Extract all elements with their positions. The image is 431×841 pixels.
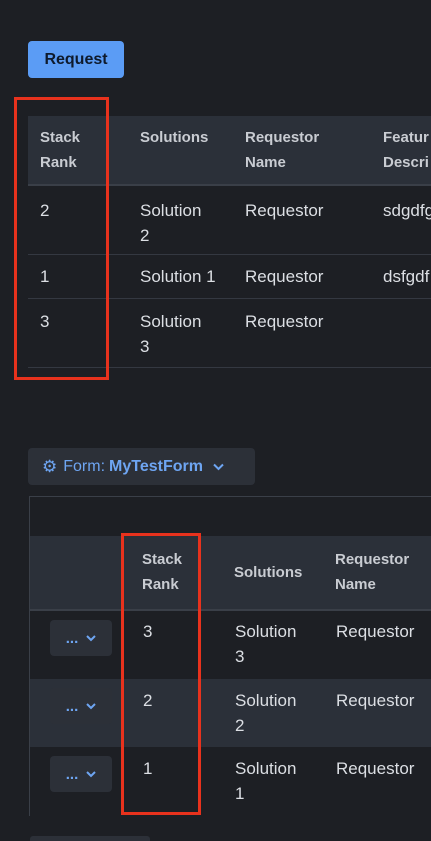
cell-stack-rank: 1 [143, 759, 153, 778]
next-section-edge [30, 836, 150, 841]
cell-feature-description: sdgdfg [383, 201, 431, 220]
cell-requestor: Requestor [336, 622, 415, 641]
form-selector-button[interactable]: ⚙ Form: MyTestForm [28, 448, 255, 485]
cell-requestor: Requestor [336, 691, 415, 710]
table-row[interactable]: 2 Solution 2 Requestor sdgdfg [28, 186, 431, 255]
form-name: MyTestForm [109, 457, 203, 475]
table-row[interactable]: ... 3 Solution 3 Requestor [30, 611, 431, 679]
column-header-feature-description[interactable]: Featur Descri [383, 129, 429, 171]
form-label: Form: [63, 457, 106, 475]
row-actions-button[interactable]: ... [50, 620, 112, 656]
column-header-requestor-name[interactable]: Requestor Name [245, 129, 320, 171]
column-header-solutions[interactable]: Solutions [140, 129, 209, 146]
cell-solution: Solution 2 [235, 691, 297, 735]
row-actions-button[interactable]: ... [50, 688, 112, 724]
more-icon: ... [65, 697, 79, 715]
cell-stack-rank: 2 [143, 691, 153, 710]
table-row[interactable]: 3 Solution 3 Requestor [28, 299, 431, 368]
column-header-solutions[interactable]: Solutions [234, 564, 303, 581]
column-header-stack-rank[interactable]: Stack Rank [142, 551, 183, 593]
table-row[interactable]: ... 2 Solution 2 Requestor [30, 679, 431, 747]
chevron-down-icon [86, 634, 96, 641]
cell-requestor: Requestor [245, 201, 324, 220]
cell-solution: Solution 1 [235, 759, 297, 803]
chevron-down-icon [213, 460, 224, 474]
cell-stack-rank: 1 [40, 267, 50, 286]
cell-requestor: Requestor [245, 267, 324, 286]
cell-solution: Solution 3 [140, 312, 202, 356]
table-header: Stack Rank Solutions Requestor Name [30, 536, 431, 611]
cell-requestor: Requestor [336, 759, 415, 778]
column-header-stack-rank[interactable]: Stack Rank [40, 129, 81, 171]
row-actions-button[interactable]: ... [50, 756, 112, 792]
request-button[interactable]: Request [28, 41, 124, 78]
table-header: Stack Rank Solutions Requestor Name Feat… [28, 116, 431, 186]
cell-stack-rank: 3 [40, 312, 50, 331]
form-panel [29, 496, 431, 816]
cell-stack-rank: 2 [40, 201, 50, 220]
cell-requestor: Requestor [245, 312, 324, 331]
column-header-requestor-name[interactable]: Requestor Name [335, 551, 410, 593]
more-icon: ... [65, 629, 79, 647]
gear-icon: ⚙ [42, 456, 58, 476]
chevron-down-icon [86, 770, 96, 777]
more-icon: ... [65, 765, 79, 783]
table-row[interactable]: 1 Solution 1 Requestor dsfgdf [28, 255, 431, 299]
requests-table: Stack Rank Solutions Requestor Name Feat… [28, 116, 431, 368]
cell-solution: Solution 1 [140, 267, 216, 286]
cell-solution: Solution 3 [235, 622, 297, 666]
chevron-down-icon [86, 702, 96, 709]
cell-solution: Solution 2 [140, 201, 202, 245]
table-row[interactable]: ... 1 Solution 1 Requestor [30, 747, 431, 815]
cell-feature-description: dsfgdf [383, 267, 430, 286]
cell-stack-rank: 3 [143, 622, 153, 641]
